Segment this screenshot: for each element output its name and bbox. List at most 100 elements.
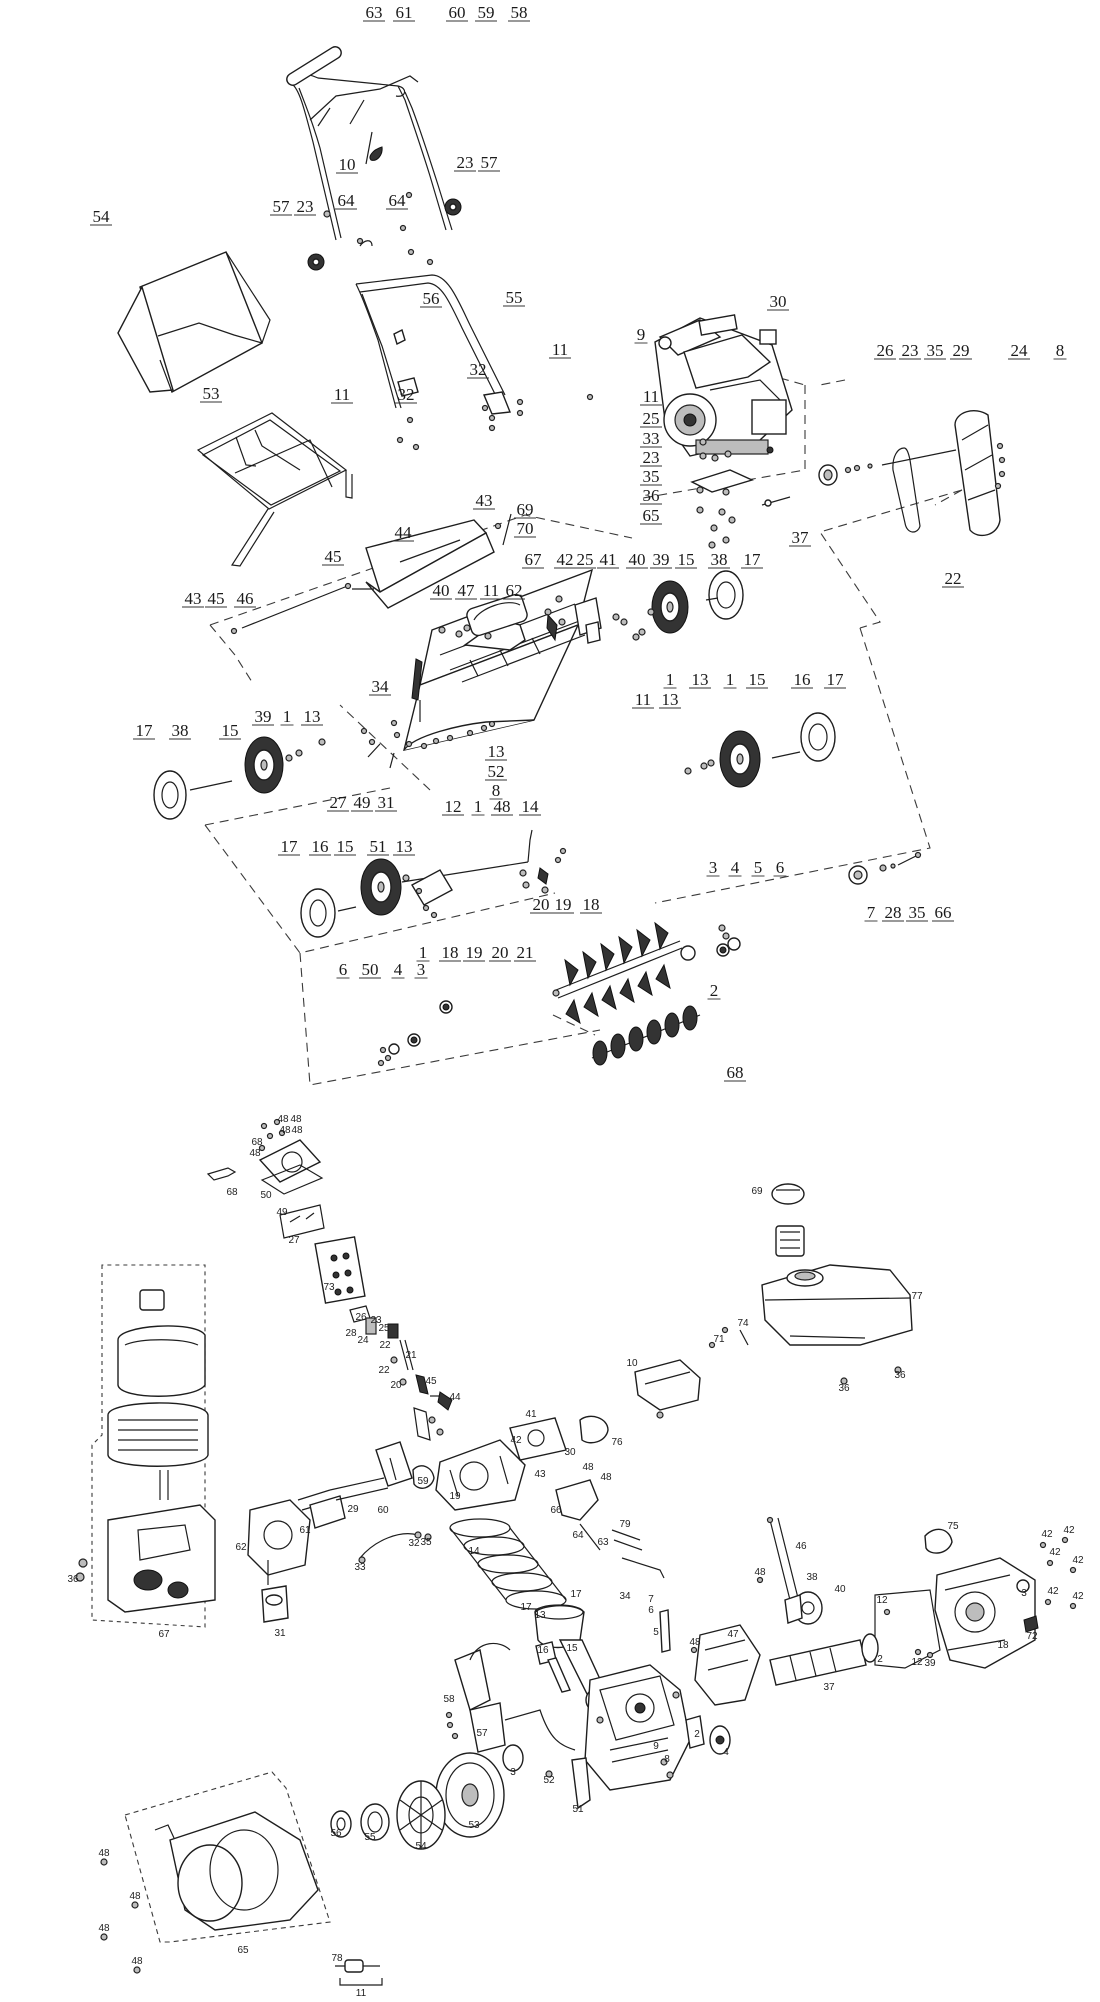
handle-assembly <box>286 46 524 451</box>
part-callout: 64 <box>389 191 407 210</box>
part-callout: 64 <box>338 191 356 210</box>
part-callout: 55 <box>506 288 523 307</box>
part-callout: 42 <box>1049 1547 1061 1558</box>
part-callout: 13 <box>488 742 505 761</box>
part-callout: 62 <box>235 1542 247 1553</box>
part-callout: 34 <box>619 1591 631 1602</box>
part-callout: 65 <box>237 1945 249 1956</box>
part-callout: 53 <box>468 1820 480 1831</box>
part-callout: 45 <box>208 589 225 608</box>
part-callout: 19 <box>555 895 572 914</box>
part-callout: 19 <box>466 943 483 962</box>
part-callout: 71 <box>713 1334 725 1345</box>
part-callout: 5 <box>754 858 763 877</box>
part-callout: 63 <box>366 3 383 22</box>
part-callout: 40 <box>433 581 450 600</box>
part-callout: 1 <box>726 670 735 689</box>
part-callout: 57 <box>476 1728 488 1739</box>
part-callout: 61 <box>299 1525 311 1536</box>
part-callout: 48 <box>494 797 511 816</box>
governor-parts <box>349 1305 453 1441</box>
deck-housing <box>230 513 646 769</box>
part-callout: 48 <box>98 1923 110 1934</box>
part-callout: 3 <box>510 1767 516 1778</box>
part-callout: 22 <box>945 569 962 588</box>
part-callout: 40 <box>629 550 646 569</box>
part-callout: 32 <box>408 1538 420 1549</box>
air-filter-assembly <box>75 1264 216 1628</box>
belt-drive <box>818 410 1006 537</box>
part-callout: 70 <box>517 519 534 538</box>
part-callout: 68 <box>226 1187 238 1198</box>
part-callout: 45 <box>325 547 342 566</box>
part-callout: 37 <box>823 1682 835 1693</box>
part-callout: 78 <box>331 1953 343 1964</box>
engine-mount-hardware <box>586 393 791 549</box>
part-callout: 23 <box>297 197 314 216</box>
part-callout: 20 <box>533 895 550 914</box>
part-callout: 35 <box>909 903 926 922</box>
part-callout: 30 <box>564 1447 576 1458</box>
part-callout: 47 <box>727 1629 739 1640</box>
part-callout: 12 <box>911 1657 923 1668</box>
part-callout: 29 <box>953 341 970 360</box>
part-callout: 52 <box>488 762 505 781</box>
carburetor <box>247 1477 432 1623</box>
part-callout: 48 <box>291 1125 303 1136</box>
part-callout: 1 <box>419 943 428 962</box>
part-callout: 13 <box>662 690 679 709</box>
wheel-front-left <box>300 858 410 938</box>
part-callout: 36 <box>643 486 660 505</box>
part-callout: 12 <box>876 1595 888 1606</box>
part-callout: 72 <box>1026 1631 1038 1642</box>
part-callout: 37 <box>792 528 810 547</box>
part-callout: 31 <box>378 793 395 812</box>
part-callout: 46 <box>237 589 254 608</box>
part-callout: 30 <box>770 292 787 311</box>
bearing-hardware <box>377 851 922 1067</box>
knob-57-left-icon <box>307 253 325 271</box>
part-callout: 54 <box>93 207 111 226</box>
part-callout: 77 <box>911 1291 923 1302</box>
part-callout: 48 <box>689 1637 701 1648</box>
part-callout: 68 <box>251 1137 263 1148</box>
part-callout: 23 <box>457 153 474 172</box>
flywheel-starter <box>330 1744 591 1850</box>
part-callout: 16 <box>537 1645 549 1656</box>
part-callout: 51 <box>572 1804 584 1815</box>
knob-57-right-icon <box>444 198 462 216</box>
part-callout: 15 <box>222 721 239 740</box>
part-callout: 43 <box>534 1469 546 1480</box>
part-callout: 79 <box>619 1519 631 1530</box>
part-callout: 17 <box>281 837 299 856</box>
part-callout: 11 <box>483 581 499 600</box>
part-callout: 19 <box>449 1491 461 1502</box>
part-callout: 65 <box>643 506 660 525</box>
part-callout: 44 <box>449 1392 461 1403</box>
part-callout: 8 <box>492 781 501 800</box>
side-cover <box>874 1528 1077 1669</box>
part-callout: 42 <box>1063 1525 1075 1536</box>
part-callout: 23 <box>370 1315 382 1326</box>
recoil-housing <box>100 1771 383 1986</box>
part-callout: 18 <box>442 943 459 962</box>
part-callout: 11 <box>643 387 659 406</box>
part-callout: 48 <box>600 1472 612 1483</box>
shafts <box>685 1516 879 1755</box>
carb-top-parts <box>206 1118 366 1304</box>
part-callout: 48 <box>279 1125 291 1136</box>
part-callout: 6 <box>339 960 348 979</box>
part-callout: 44 <box>395 523 413 542</box>
part-callout: 36 <box>67 1574 79 1585</box>
part-callout: 33 <box>354 1562 366 1573</box>
part-callout: 11 <box>334 385 350 404</box>
part-callout: 60 <box>449 3 466 22</box>
part-callout: 36 <box>838 1383 850 1394</box>
part-callout: 35 <box>643 467 660 486</box>
part-callout: 15 <box>749 670 766 689</box>
part-callout: 10 <box>339 155 356 174</box>
part-callout: 76 <box>611 1437 623 1448</box>
part-callout: 55 <box>364 1832 376 1843</box>
part-callout: 34 <box>372 677 390 696</box>
part-callout: 23 <box>643 448 660 467</box>
